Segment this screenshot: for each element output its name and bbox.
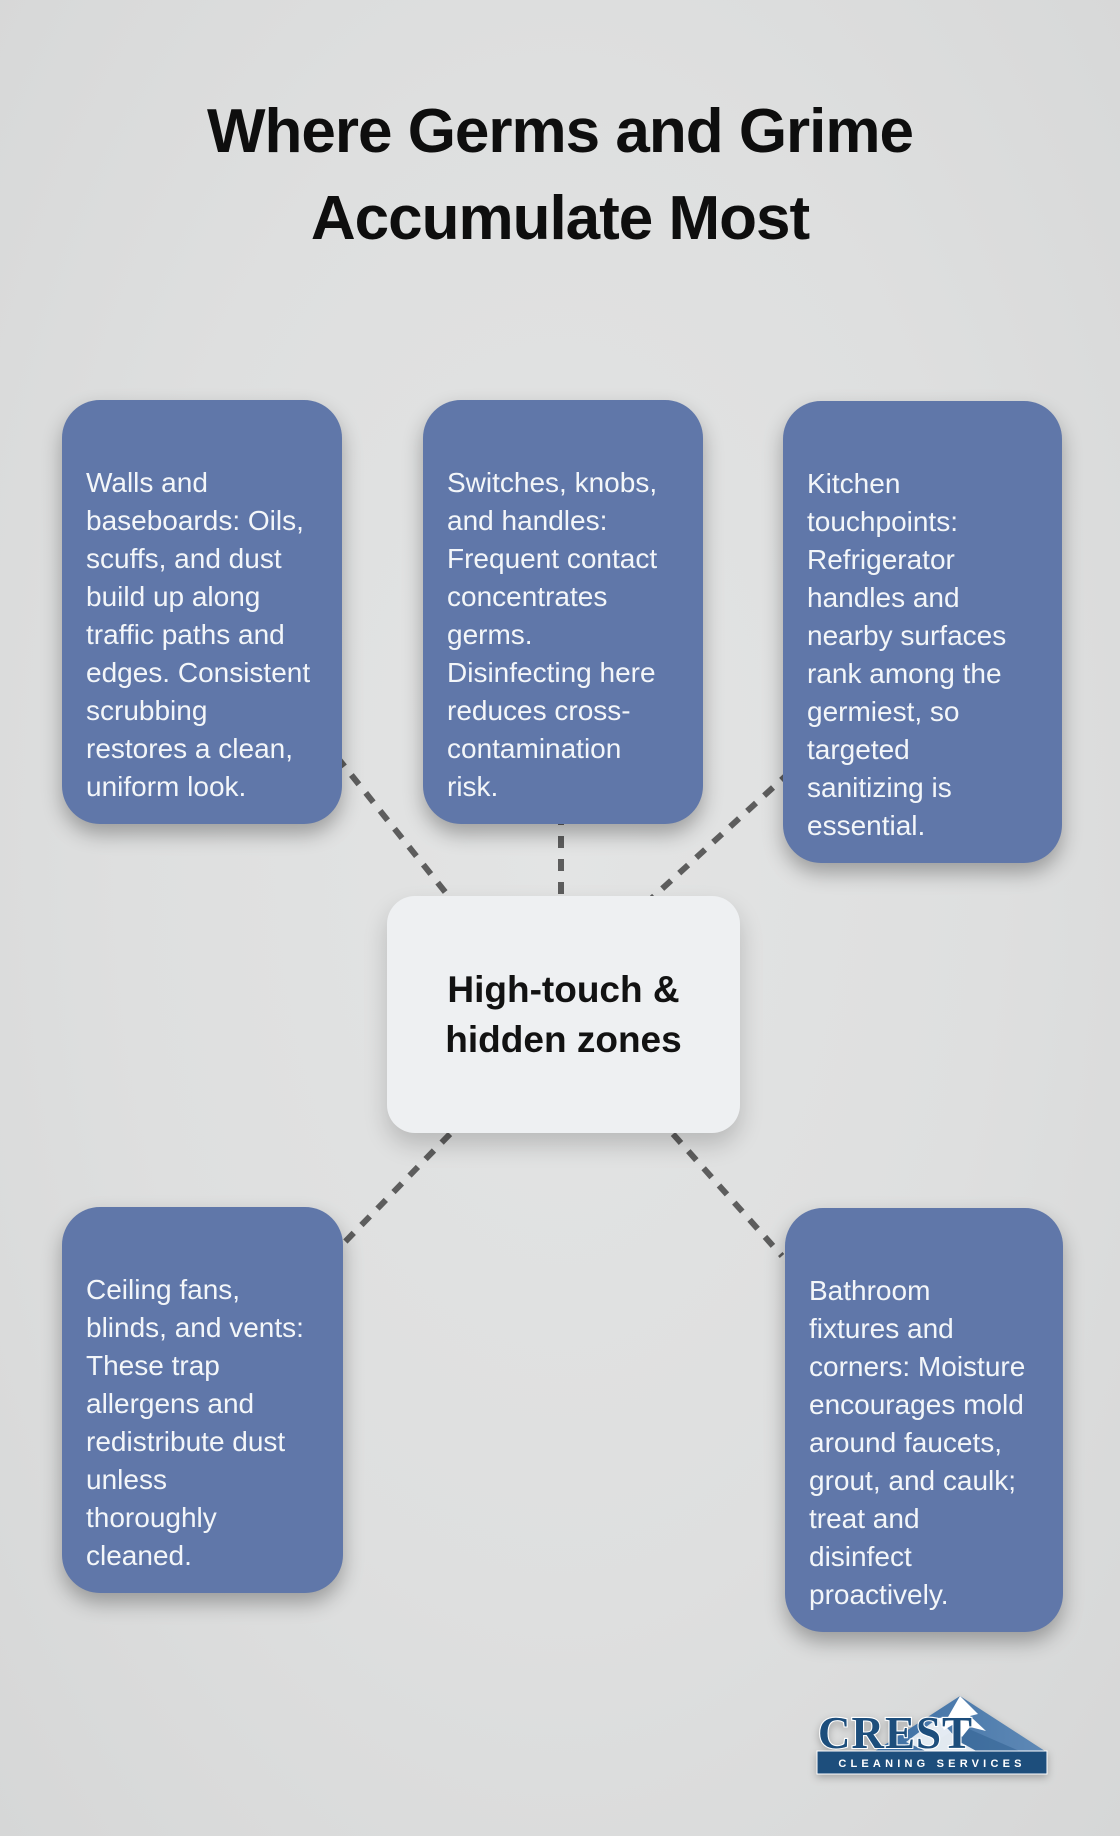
brand-logo: CREST CLEANING SERVICES bbox=[816, 1696, 1048, 1775]
topic-node-walls-baseboards: Walls and baseboards: Oils, scuffs, and … bbox=[62, 400, 342, 824]
topic-node-text: Walls and baseboards: Oils, scuffs, and … bbox=[86, 467, 311, 802]
logo-banner bbox=[816, 1750, 1048, 1775]
topic-node-text: Ceiling fans, blinds, and vents: These t… bbox=[86, 1274, 304, 1571]
brand-tagline: CLEANING SERVICES bbox=[838, 1758, 1025, 1770]
topic-node-text: Switches, knobs, and handles: Frequent c… bbox=[447, 467, 658, 802]
mountain-icon bbox=[816, 1696, 1048, 1775]
infographic-title: Where Germs and Grime Accumulate Most bbox=[206, 97, 914, 253]
topic-node-bathroom-fixtures: Bathroom fixtures and corners: Moisture … bbox=[785, 1208, 1063, 1632]
center-node-label: High-touch & hidden zones bbox=[445, 968, 682, 1060]
topic-node-switches-knobs: Switches, knobs, and handles: Frequent c… bbox=[423, 400, 703, 824]
topic-node-ceiling-fans: Ceiling fans, blinds, and vents: These t… bbox=[62, 1207, 343, 1593]
brand-name: CREST bbox=[818, 1708, 973, 1758]
connector-kitchen-to-center bbox=[649, 769, 793, 901]
connector-walls-to-center bbox=[334, 755, 453, 900]
topic-node-text: Kitchen touchpoints: Refrigerator handle… bbox=[807, 468, 1007, 841]
topic-node-kitchen-touchpoints: Kitchen touchpoints: Refrigerator handle… bbox=[783, 401, 1062, 863]
connector-center-to-ceiling bbox=[338, 1131, 453, 1249]
connector-center-to-bathroom bbox=[670, 1132, 785, 1258]
topic-node-text: Bathroom fixtures and corners: Moisture … bbox=[809, 1275, 1026, 1610]
center-node: High-touch & hidden zones bbox=[387, 896, 740, 1133]
